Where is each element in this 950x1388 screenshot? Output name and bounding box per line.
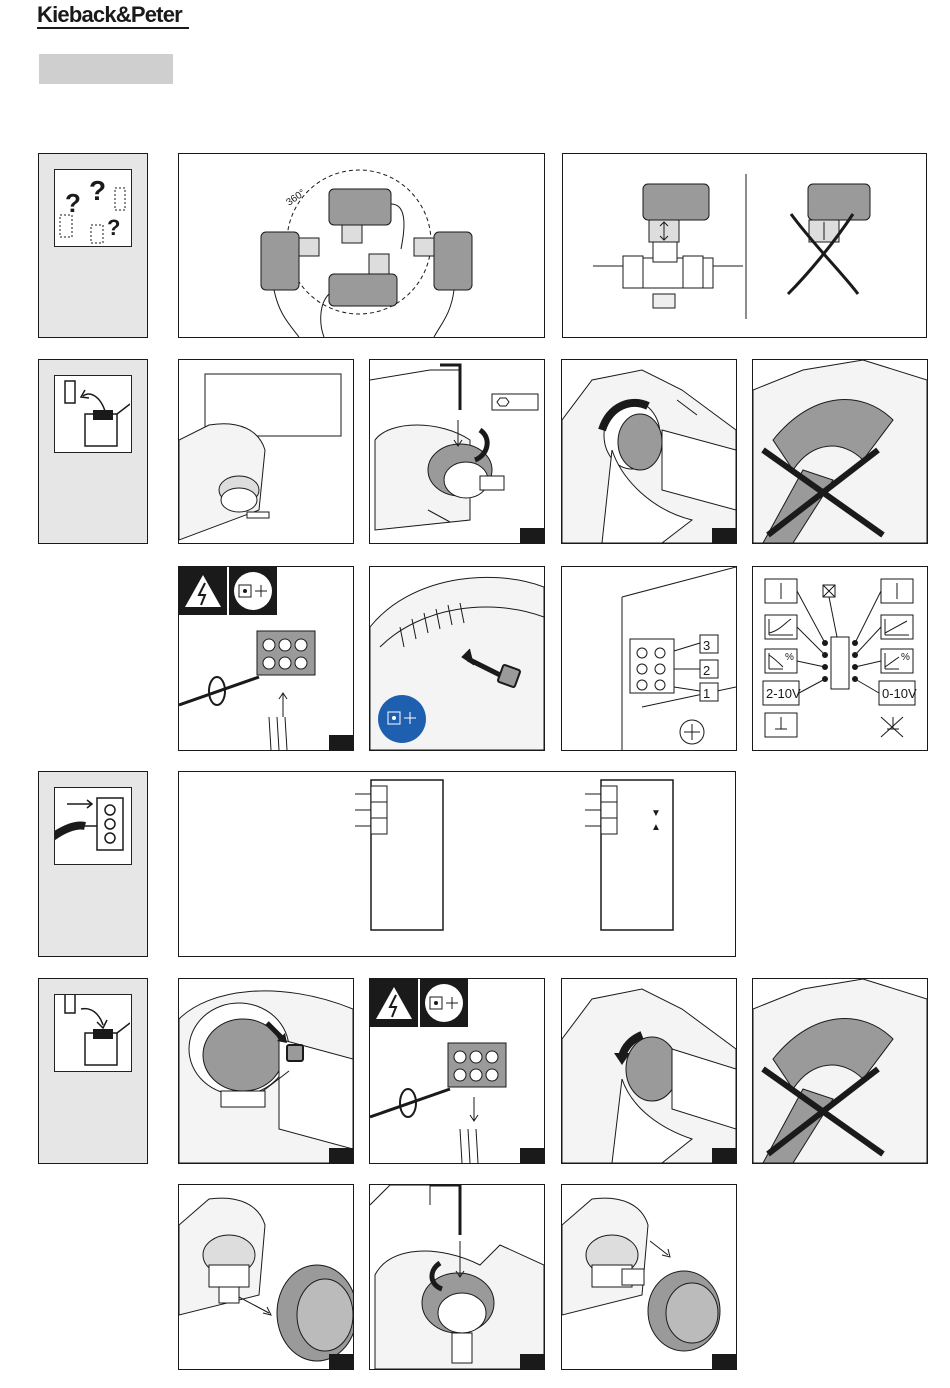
terminal-label-2: 2 bbox=[703, 663, 710, 678]
panel-release-latch bbox=[369, 566, 545, 751]
dip-right-percent: % bbox=[901, 652, 910, 663]
panel-disconnect-wires bbox=[178, 566, 354, 751]
panel-set-latch bbox=[178, 978, 354, 1164]
panel-connect-wires bbox=[369, 978, 545, 1164]
step-number-badge bbox=[520, 528, 544, 543]
panel-adapter-info bbox=[178, 359, 354, 544]
svg-text:?: ? bbox=[65, 188, 81, 218]
title-bar bbox=[39, 54, 173, 84]
panel-tighten-screw bbox=[369, 1184, 545, 1370]
panel-rotate-ring bbox=[561, 359, 737, 544]
terminal-label-1: 1 bbox=[703, 686, 710, 701]
step-number-badge bbox=[520, 1148, 544, 1163]
arrow-down-icon: ▼ bbox=[651, 808, 661, 819]
wiring-icon bbox=[54, 787, 132, 865]
panel-dip-switch-settings: % 2-10V % 0-10V bbox=[752, 566, 928, 751]
remove-actuator-icon bbox=[54, 375, 132, 453]
step-number-badge bbox=[329, 1148, 353, 1163]
svg-text:?: ? bbox=[89, 175, 106, 206]
panel-vertical-mounting bbox=[562, 153, 927, 338]
dip-left-percent: % bbox=[785, 652, 794, 663]
arrow-up-icon: ▲ bbox=[651, 822, 661, 833]
sidebar-step-wiring bbox=[38, 771, 148, 957]
panel-no-pliers-2 bbox=[752, 978, 928, 1164]
panel-loosen-screw bbox=[369, 359, 545, 544]
panel-wiring-diagram: ▼ ▲ bbox=[178, 771, 736, 957]
dip-left-voltage: 2-10V bbox=[766, 686, 801, 701]
panel-no-pliers bbox=[752, 359, 928, 544]
step-number-badge bbox=[329, 735, 353, 750]
sidebar-step-remove bbox=[38, 359, 148, 544]
svg-text:?: ? bbox=[107, 215, 120, 240]
panel-tighten-ring bbox=[561, 978, 737, 1164]
brand-logo: Kieback&Peter bbox=[37, 2, 182, 28]
dip-right-voltage: 0-10V bbox=[882, 686, 917, 701]
step-number-badge bbox=[712, 1354, 736, 1369]
step-number-badge bbox=[712, 528, 736, 543]
step-number-badge bbox=[329, 1354, 353, 1369]
step-number-badge bbox=[520, 1354, 544, 1369]
panel-mounting-orientation: 360° bbox=[178, 153, 545, 338]
panel-fit-adapter bbox=[178, 1184, 354, 1370]
rotation-label: 360° bbox=[284, 188, 307, 209]
question-marks-icon: ? ? ? bbox=[54, 169, 132, 247]
mount-actuator-icon bbox=[54, 994, 132, 1072]
panel-attach-cap bbox=[561, 1184, 737, 1370]
sidebar-step-mount bbox=[38, 978, 148, 1164]
brand-underline bbox=[37, 27, 189, 29]
step-number-badge bbox=[712, 1148, 736, 1163]
panel-terminal-numbering: 3 2 1 bbox=[561, 566, 737, 751]
sidebar-step-selection: ? ? ? bbox=[38, 153, 148, 338]
terminal-label-3: 3 bbox=[703, 638, 710, 653]
